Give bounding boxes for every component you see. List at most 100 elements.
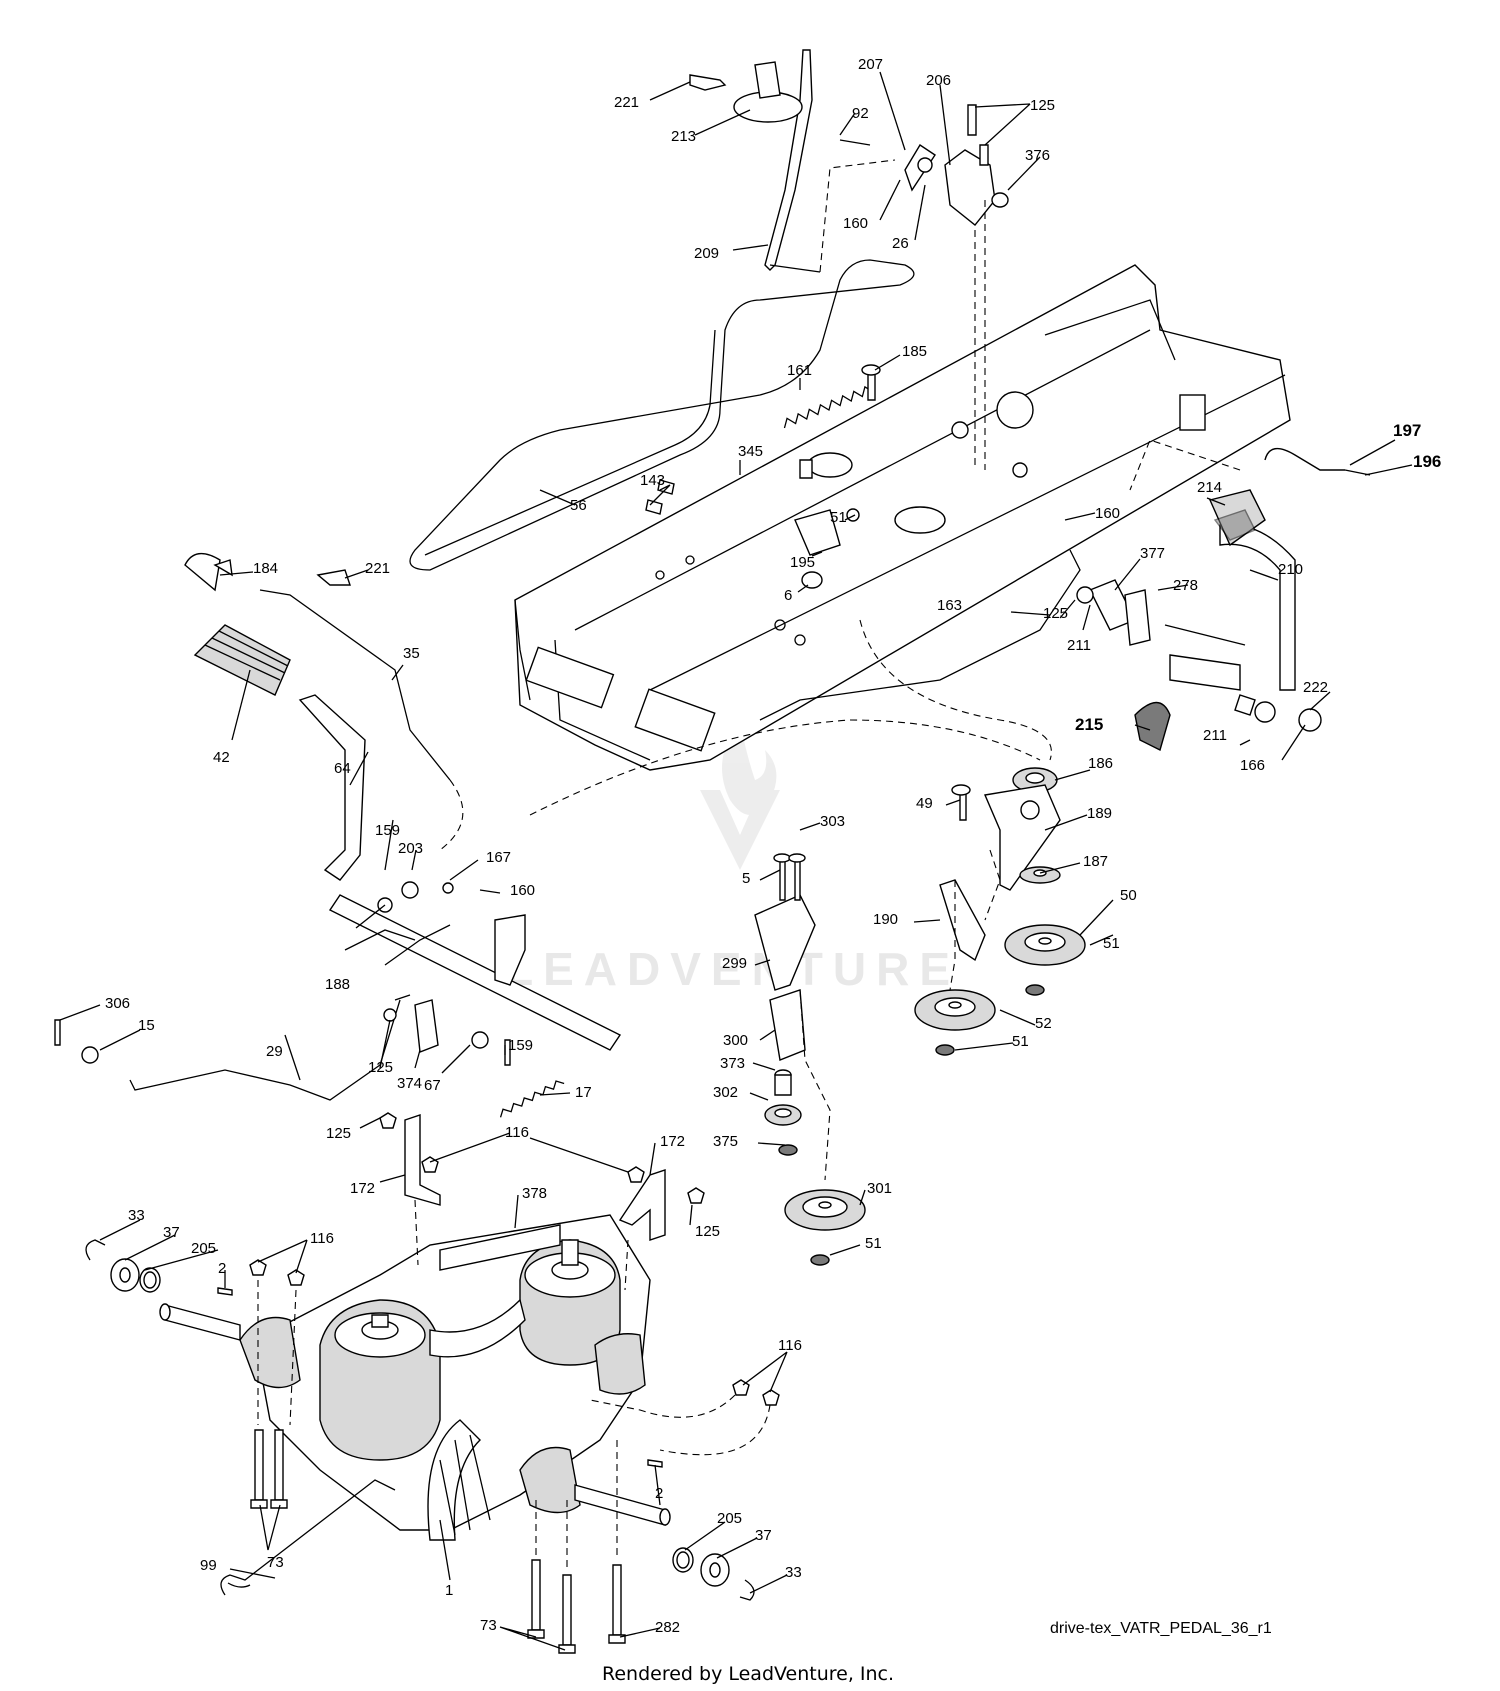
part-label: 163: [937, 597, 962, 614]
part-label: 278: [1173, 577, 1198, 594]
part-label: 116: [505, 1124, 529, 1141]
part-label: 51: [865, 1235, 882, 1252]
part-label: 207: [858, 56, 883, 73]
part-label: 206: [926, 72, 951, 89]
part-label: 211: [1203, 727, 1227, 744]
spring-17: [499, 1080, 565, 1118]
part-label: 190: [873, 911, 898, 928]
rod-99: [220, 1479, 396, 1596]
part-label: 159: [508, 1037, 533, 1054]
part-label: 166: [1240, 757, 1265, 774]
part-label: 373: [720, 1055, 745, 1072]
part-label: 221: [365, 560, 390, 577]
link-rod-163: [759, 549, 1081, 721]
part-label: 210: [1278, 561, 1303, 578]
part-label: 214: [1197, 479, 1222, 496]
part-label: 5: [742, 870, 750, 887]
part-label: 222: [1303, 679, 1328, 696]
part-label: 303: [820, 813, 845, 830]
part-label: 160: [510, 882, 535, 899]
part-label: 29: [266, 1043, 283, 1060]
part-label: 50: [1120, 887, 1137, 904]
part-label: 375: [713, 1133, 738, 1150]
part-label: 187: [1083, 853, 1108, 870]
part-number-labels: 221 213 207 92 206 125 376 160 26 209 18…: [105, 56, 1441, 1636]
pedal-assembly-left: [184, 552, 622, 1051]
part-label: 345: [738, 443, 763, 460]
part-label: 35: [403, 645, 420, 662]
part-label: 1: [445, 1582, 453, 1599]
bracket-172-right: [618, 1169, 666, 1241]
part-label: 125: [695, 1223, 720, 1240]
part-label: 73: [267, 1554, 284, 1571]
part-label: 51: [1012, 1033, 1029, 1050]
part-label: 184: [253, 560, 278, 577]
part-label: 306: [105, 995, 130, 1012]
part-label: 125: [1030, 97, 1055, 114]
center-pulley-assembly: [754, 853, 866, 1266]
part-label: 186: [1088, 755, 1113, 772]
part-label: 205: [191, 1240, 216, 1257]
part-label: 33: [128, 1207, 145, 1224]
part-label: 302: [713, 1084, 738, 1101]
part-label: 209: [694, 245, 719, 262]
part-label: 215: [1075, 715, 1103, 734]
part-label: 143: [640, 472, 665, 489]
part-label: 52: [1035, 1015, 1052, 1032]
part-label: 167: [486, 849, 511, 866]
part-label: 282: [655, 1619, 680, 1636]
idler-assembly: [914, 767, 1086, 1056]
part-label: 17: [575, 1084, 592, 1101]
part-label: 49: [916, 795, 933, 812]
part-label: 125: [326, 1125, 351, 1142]
part-label: 188: [325, 976, 350, 993]
part-label: 26: [892, 235, 909, 252]
part-label: 37: [755, 1527, 772, 1544]
part-label: 51: [830, 509, 847, 526]
part-label: 2: [218, 1260, 226, 1277]
part-label: 33: [785, 1564, 802, 1581]
part-label: 213: [671, 128, 696, 145]
part-label: 6: [784, 587, 792, 604]
part-label: 172: [660, 1133, 685, 1150]
part-label: 42: [213, 749, 230, 766]
part-label: 160: [1095, 505, 1120, 522]
part-label: 377: [1140, 545, 1165, 562]
transaxle-assembly: [159, 1214, 671, 1541]
part-label: 172: [350, 1180, 375, 1197]
dashed-connection: [859, 619, 1052, 761]
part-label: 378: [522, 1185, 547, 1202]
watermark: LEADVENTURE: [505, 720, 960, 995]
part-label: 99: [200, 1557, 217, 1574]
footer-credit: Rendered by LeadVenture, Inc.: [602, 1663, 894, 1685]
part-label: 125: [1043, 605, 1068, 622]
pedal-assembly-right: [1076, 447, 1371, 752]
part-label: 185: [902, 343, 927, 360]
part-label: 203: [398, 840, 423, 857]
part-label: 197: [1393, 421, 1421, 440]
part-label: 221: [614, 94, 639, 111]
part-label: 56: [570, 497, 587, 514]
part-label: 67: [424, 1077, 441, 1094]
part-label: 196: [1413, 452, 1441, 471]
part-label: 73: [480, 1617, 497, 1634]
axle-hardware: [85, 1239, 755, 1601]
part-label: 116: [310, 1230, 334, 1247]
frame-chassis: [514, 264, 1291, 771]
part-label: 374: [397, 1075, 422, 1092]
rod-29: [129, 999, 401, 1101]
part-label: 299: [722, 955, 747, 972]
part-label: 189: [1087, 805, 1112, 822]
part-label: 2: [655, 1485, 663, 1502]
part-label: 161: [787, 362, 812, 379]
part-label: 205: [717, 1510, 742, 1527]
part-label: 376: [1025, 147, 1050, 164]
drive-belt: [409, 259, 915, 571]
part-label: 92: [852, 105, 869, 122]
bracket-172-left: [404, 1114, 441, 1206]
clip-221: [689, 74, 727, 91]
drawing-id: drive-tex_VATR_PEDAL_36_r1: [1050, 1620, 1272, 1637]
leader-lines: [59, 71, 1413, 1651]
part-label: 116: [778, 1337, 802, 1354]
watermark-text: LEADVENTURE: [505, 943, 960, 995]
